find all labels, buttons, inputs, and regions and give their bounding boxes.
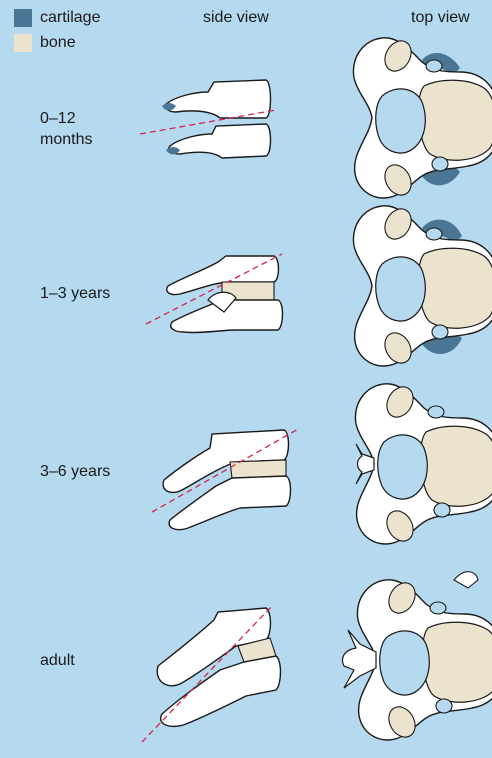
top-view-0-12-months	[353, 36, 492, 200]
side-view-0-12-months	[140, 80, 276, 158]
side-view-3-6-years	[152, 428, 300, 530]
top-view-3-6-years	[355, 382, 492, 546]
side-view-1-3-years	[146, 254, 283, 333]
top-view-1-3-years	[353, 204, 492, 368]
top-view-adult	[343, 572, 492, 742]
side-view-adult	[142, 606, 281, 742]
